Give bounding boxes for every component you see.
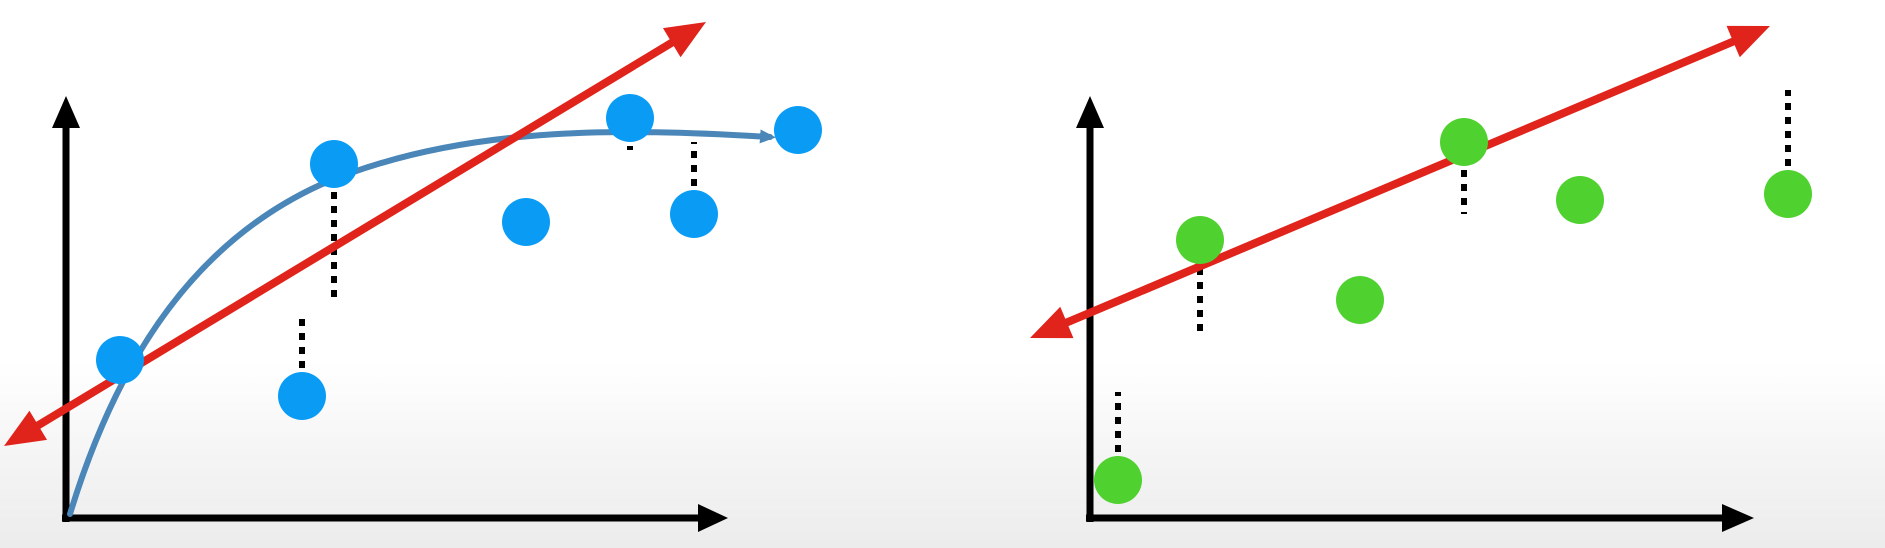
left-fit-line (4, 22, 706, 446)
data-point (1336, 276, 1384, 324)
data-point (1176, 216, 1224, 264)
right-fit-line (1030, 25, 1770, 339)
left-panel (4, 22, 822, 532)
right-axes (1076, 96, 1754, 532)
data-point (310, 140, 358, 188)
data-point (1764, 170, 1812, 218)
data-point (96, 336, 144, 384)
data-point (606, 94, 654, 142)
right-panel (1030, 25, 1812, 532)
right-y-axis-arrow-icon (1076, 96, 1104, 128)
left-residual-lines (299, 106, 801, 396)
data-point (502, 198, 550, 246)
left-data-points (96, 94, 822, 420)
left-y-axis-arrow-icon (52, 96, 80, 128)
right-fit-arrow-stroke (1057, 34, 1743, 330)
right-fit-arrow-tail-icon (1030, 306, 1074, 339)
left-axes (52, 96, 728, 532)
left-curve (67, 129, 776, 517)
right-x-axis-arrow-icon (1722, 504, 1754, 532)
data-point (774, 106, 822, 154)
data-point (1094, 456, 1142, 504)
data-point (1556, 176, 1604, 224)
data-point (670, 190, 718, 238)
left-x-axis-arrow-icon (698, 504, 728, 532)
data-point (1440, 118, 1488, 166)
right-fit-arrow-head-icon (1726, 25, 1770, 58)
right-data-points (1094, 118, 1812, 504)
left-fit-arrow-head-icon (662, 22, 706, 58)
data-point (278, 372, 326, 420)
left-fit-arrow-tail-icon (4, 410, 48, 446)
